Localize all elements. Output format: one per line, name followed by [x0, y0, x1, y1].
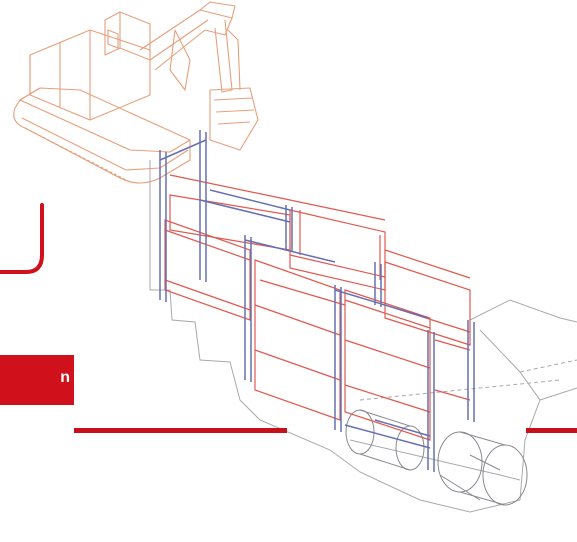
pipe-sections: [345, 409, 528, 506]
ground-profile: [149, 160, 577, 513]
shoring-posts-blue: [159, 130, 475, 472]
shoring-panels-red: [164, 174, 471, 441]
section-label: n: [60, 369, 70, 386]
section-label-box: [0, 355, 74, 405]
divider-rule-right: [526, 428, 577, 433]
partial-letter-mark: [0, 203, 44, 274]
divider-rule-left: [74, 428, 287, 433]
excavator: [13, 1, 259, 184]
